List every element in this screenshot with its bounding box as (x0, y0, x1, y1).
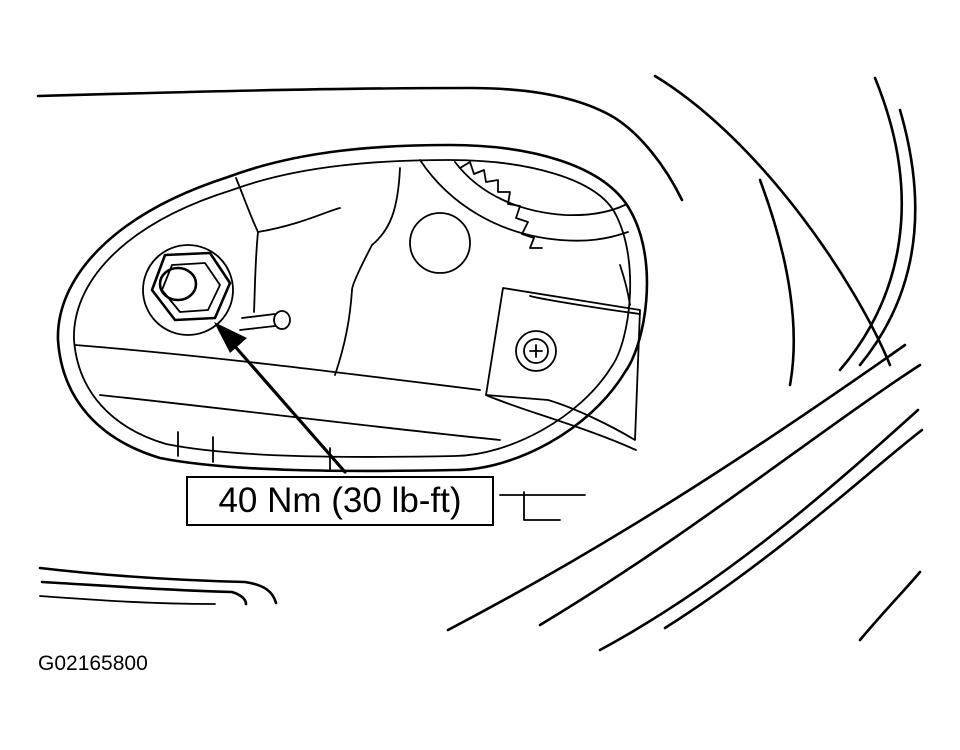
fender-curve-outer (446, 343, 907, 632)
fender-curve-inner (538, 363, 922, 627)
stud-pin-head (273, 310, 291, 330)
tire-arc-outer (653, 74, 892, 367)
fender-curve-3 (598, 408, 920, 652)
fender-curve-4 (663, 428, 924, 630)
bracket-plate (485, 287, 641, 441)
casting-vertical (334, 289, 353, 376)
strut-band (74, 344, 481, 391)
tire-arc-2 (758, 178, 796, 387)
hex-nut-icon (142, 244, 234, 336)
tire-arc-4 (858, 108, 917, 367)
figure-id: G02165800 (38, 652, 148, 675)
casting-boss-curve (351, 167, 401, 291)
access-opening-outline (56, 143, 649, 473)
strut-band-2 (99, 394, 501, 441)
gear-ring-inner (454, 161, 626, 217)
tire-arc-3 (838, 76, 904, 372)
round-boss (409, 212, 471, 274)
lower-slot-4 (523, 491, 561, 521)
phillips-screw-icon (515, 330, 557, 372)
lower-body-line-3 (39, 595, 216, 605)
gear-ring-outer (419, 159, 629, 242)
upper-body-edge (36, 86, 684, 202)
access-opening-inner-outline (73, 159, 631, 458)
lower-body-line-2 (40, 580, 248, 606)
gear-hub-arc (619, 264, 631, 306)
casting-edge-top (235, 177, 341, 233)
stud-pin-body (239, 325, 276, 331)
gear-teeth (459, 161, 543, 249)
torque-callout-label: 40 Nm (30 lb-ft) (186, 476, 494, 526)
arrow-icon (214, 322, 347, 474)
casting-edge-mid (253, 231, 259, 313)
bracket-flange (529, 295, 641, 315)
fender-curve-5 (858, 570, 922, 642)
bracket-plate-edge (485, 394, 637, 451)
stud-pin (241, 313, 276, 319)
lower-body-line-1 (38, 566, 278, 605)
